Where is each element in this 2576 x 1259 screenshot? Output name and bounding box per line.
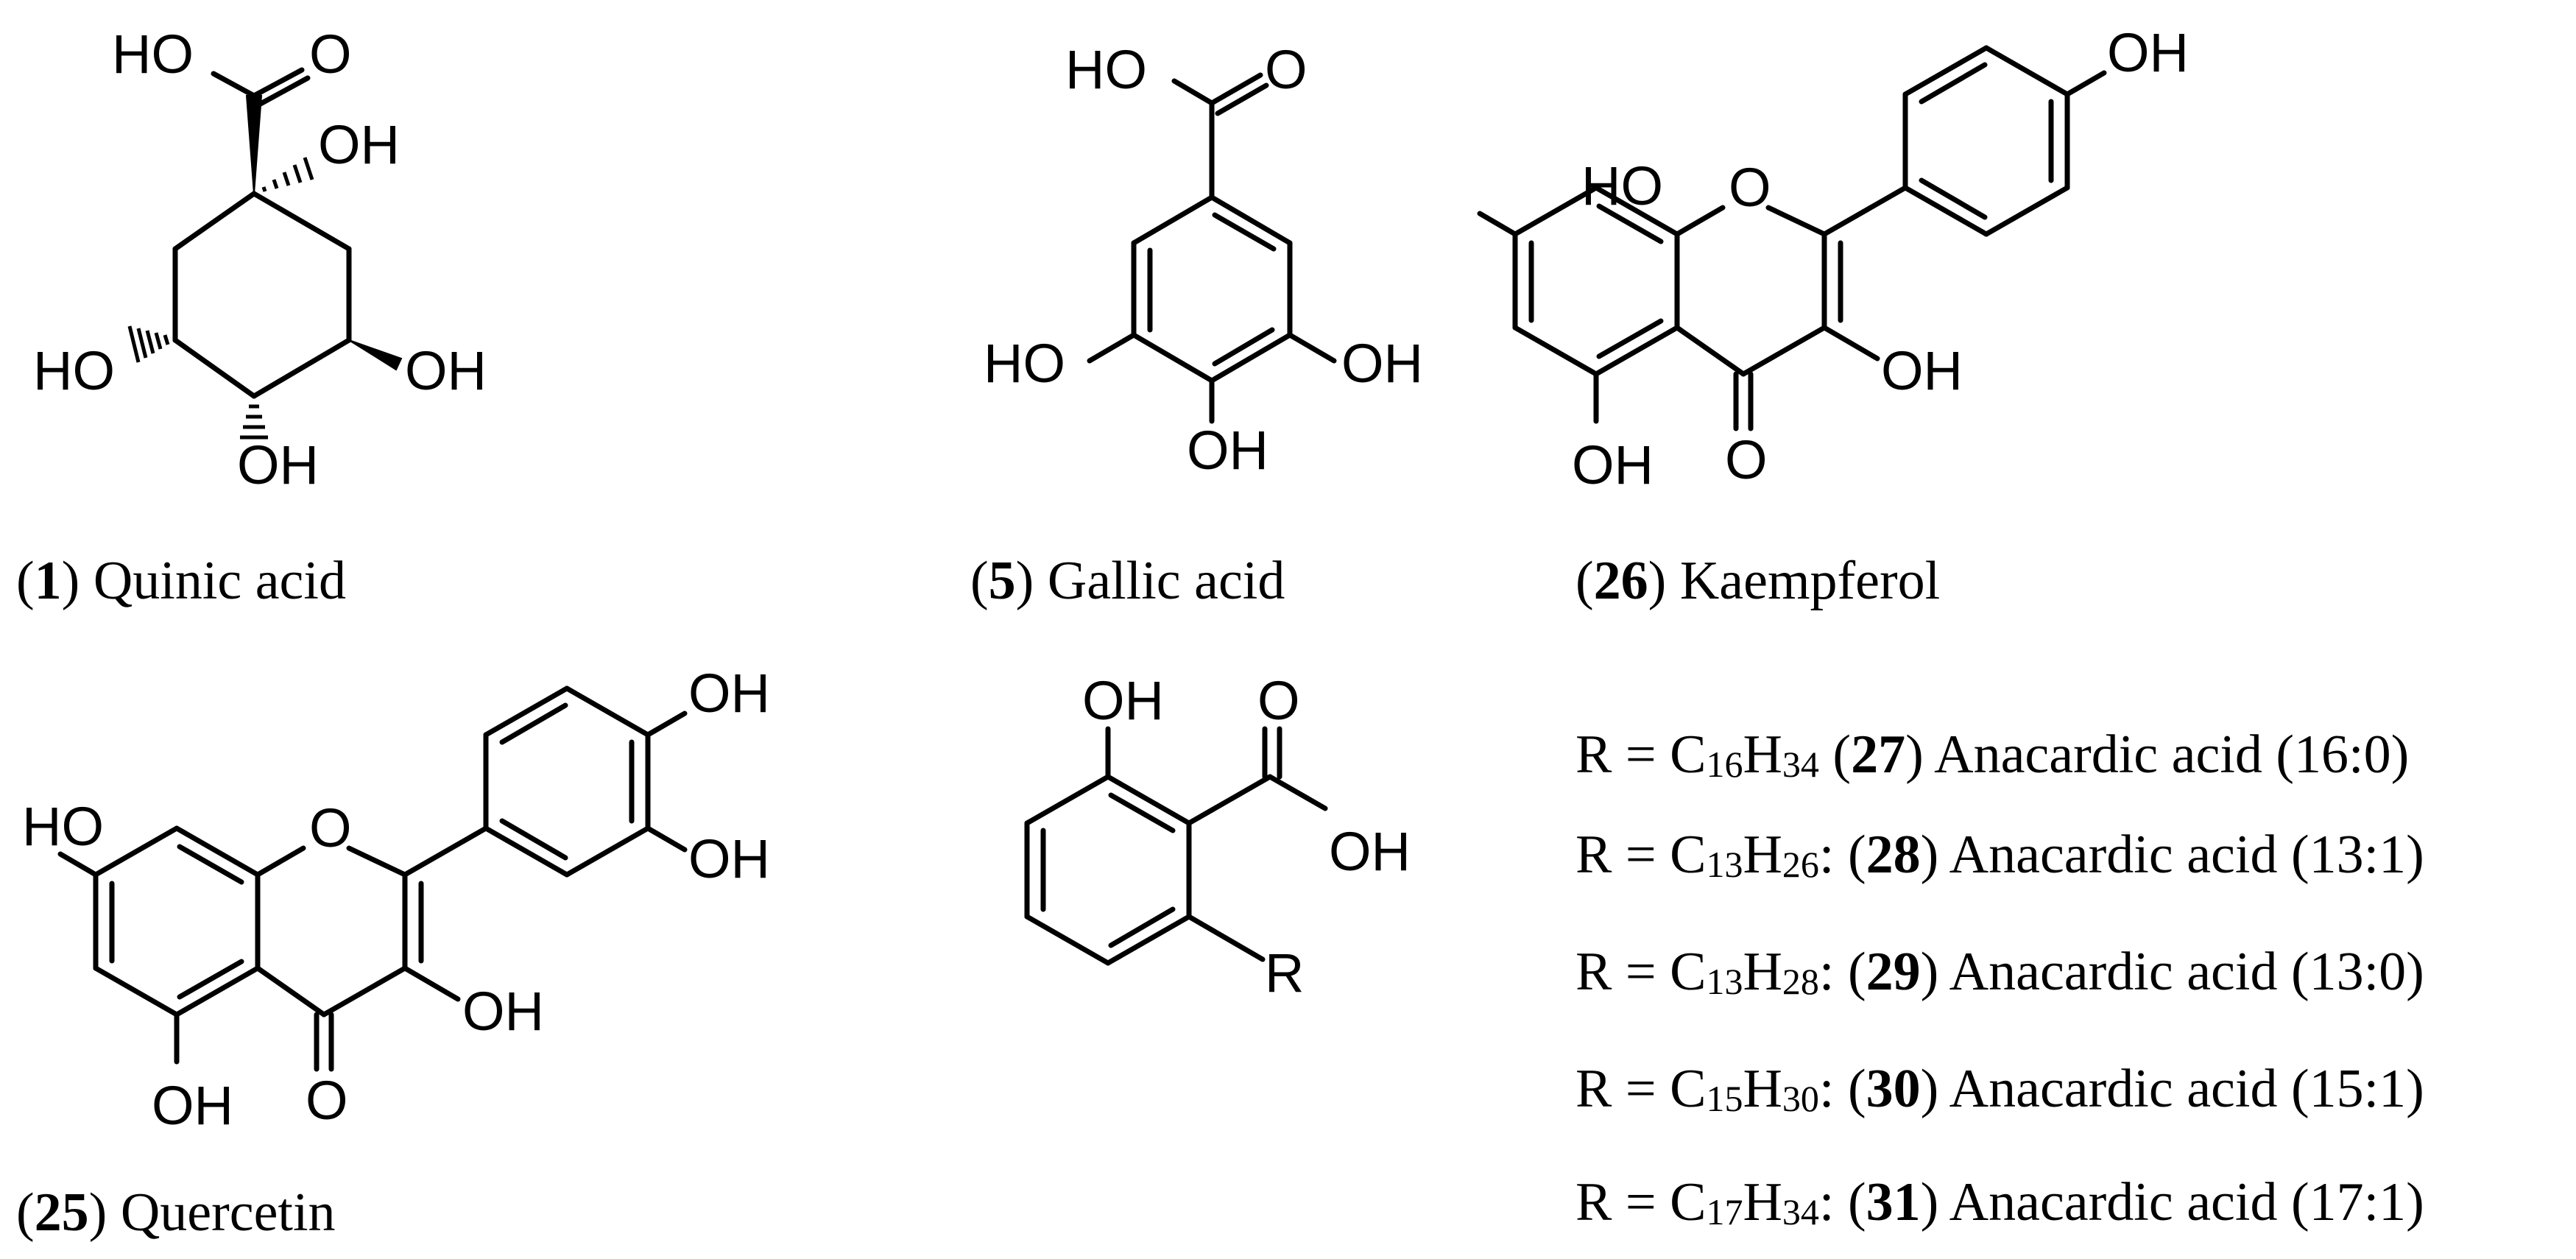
quercetin-label-o-carbonyl: O <box>306 1070 348 1131</box>
quinic-label-o-carbonyl: O <box>309 24 352 85</box>
anacardic-variant-27: R = C16H34 (27) Anacardic acid (16:0) <box>1575 727 2409 783</box>
variant-r-prefix: R = C <box>1575 724 1707 785</box>
variant-number: 28 <box>1866 825 1921 885</box>
variant-carbon-count: 16 <box>1706 744 1743 785</box>
anacardic-variant-30: R = C15H30: (30) Anacardic acid (15:1) <box>1575 1062 2424 1117</box>
variant-h-prefix: H <box>1743 1059 1782 1119</box>
quercetin-label-oh-4prime: OH <box>688 663 770 724</box>
kaempferol-label-o-carbonyl: O <box>1725 429 1768 490</box>
kaempferol-label-ho-7: HO <box>1581 155 1663 216</box>
variant-name: ) Anacardic acid (13:1) <box>1920 825 2424 885</box>
variant-h-prefix: H <box>1743 1172 1782 1232</box>
variant-h-prefix: H <box>1743 942 1782 1002</box>
kaempferol-label-oh-4prime: OH <box>2107 22 2189 83</box>
kaempferol-caption: (26) Kaempferol <box>1575 551 1941 611</box>
variant-hydrogen-count: 34 <box>1782 1191 1819 1232</box>
variant-name: ) Anacardic acid (13:0) <box>1920 942 2424 1002</box>
variant-number: 31 <box>1866 1172 1921 1232</box>
gallic-label-oh-right: OH <box>1341 333 1423 394</box>
quercetin-label-oh-3: OH <box>462 981 544 1042</box>
quinic-label-ho-acid: HO <box>112 24 194 85</box>
variant-hydrogen-count: 28 <box>1782 961 1819 1002</box>
variant-hydrogen-count: 30 <box>1782 1078 1819 1119</box>
variant-separator: : ( <box>1818 1172 1866 1232</box>
variant-separator: ( <box>1818 724 1852 785</box>
variant-number: 27 <box>1851 724 1906 785</box>
kaempferol-label-oh-3: OH <box>1881 340 1963 401</box>
variant-name: ) Anacardic acid (16:0) <box>1905 724 2410 785</box>
variant-name: ) Anacardic acid (17:1) <box>1920 1172 2424 1232</box>
variant-h-prefix: H <box>1743 724 1782 785</box>
quercetin-label-oh-3prime: OH <box>688 828 770 889</box>
gallic-name: Gallic acid <box>1047 551 1285 611</box>
variant-hydrogen-count: 34 <box>1782 744 1819 785</box>
variant-separator: : ( <box>1818 825 1866 885</box>
variant-carbon-count: 13 <box>1706 844 1743 885</box>
quercetin-name: Quercetin <box>120 1182 336 1243</box>
kaempferol-label-oh-5: OH <box>1572 434 1654 496</box>
variant-r-prefix: R = C <box>1575 1059 1707 1119</box>
anacardic-label-r: R <box>1265 942 1305 1004</box>
gallic-label-ho-acid: HO <box>1065 39 1147 100</box>
variant-carbon-count: 13 <box>1706 961 1743 1002</box>
variant-h-prefix: H <box>1743 825 1782 885</box>
kaempferol-label-o-ring: O <box>1729 157 1771 218</box>
anacardic-variant-31: R = C17H34: (31) Anacardic acid (17:1) <box>1575 1175 2424 1230</box>
gallic-caption: (5) Gallic acid <box>970 551 1285 611</box>
quinic-label-oh-bottom: OH <box>237 434 319 496</box>
anacardic-variant-29: R = C13H28: (29) Anacardic acid (13:0) <box>1575 945 2424 1000</box>
anacardic-label-o-carbonyl: O <box>1257 670 1300 731</box>
quercetin-caption: (25) Quercetin <box>16 1182 336 1243</box>
kaempferol-name: Kaempferol <box>1679 551 1941 611</box>
quinic-label-oh-right: OH <box>405 340 487 401</box>
anacardic-variant-28: R = C13H26: (28) Anacardic acid (13:1) <box>1575 828 2424 883</box>
anacardic-label-oh-acid: OH <box>1329 821 1411 882</box>
quercetin-number: 25 <box>34 1182 89 1243</box>
quercetin-label-ho-7: HO <box>22 796 104 857</box>
gallic-label-o-carbonyl: O <box>1265 39 1308 100</box>
variant-r-prefix: R = C <box>1575 942 1707 1002</box>
variant-carbon-count: 17 <box>1706 1191 1743 1232</box>
variant-number: 29 <box>1866 942 1921 1002</box>
quinic-caption: (1) Quinic acid <box>16 551 346 611</box>
variant-r-prefix: R = C <box>1575 825 1707 885</box>
variant-number: 30 <box>1866 1059 1921 1119</box>
quinic-label-ho-left: HO <box>33 340 115 401</box>
variant-name: ) Anacardic acid (15:1) <box>1920 1059 2424 1119</box>
quercetin-label-oh-5: OH <box>152 1075 233 1136</box>
variant-separator: : ( <box>1818 942 1866 1002</box>
quinic-number: 1 <box>34 551 62 611</box>
anacardic-label-oh-phenol: OH <box>1082 670 1164 731</box>
quercetin-label-o-ring: O <box>309 797 352 858</box>
variant-separator: : ( <box>1818 1059 1866 1119</box>
gallic-number: 5 <box>988 551 1016 611</box>
kaempferol-number: 26 <box>1593 551 1648 611</box>
quinic-label-oh-c1: OH <box>318 114 400 175</box>
gallic-label-ho-left: HO <box>984 333 1065 394</box>
quinic-name: Quinic acid <box>93 551 346 611</box>
variant-r-prefix: R = C <box>1575 1172 1707 1232</box>
gallic-label-oh-bottom: OH <box>1187 420 1268 481</box>
variant-hydrogen-count: 26 <box>1782 844 1819 885</box>
variant-carbon-count: 15 <box>1706 1078 1743 1119</box>
